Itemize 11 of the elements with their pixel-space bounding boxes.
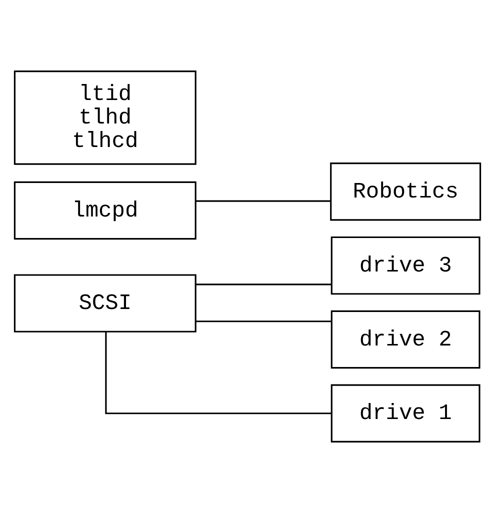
- connector: [196, 200, 330, 202]
- node-box: Robotics: [330, 162, 482, 221]
- node-box: ltid tlhd tlhcd: [14, 70, 196, 165]
- node-box: drive 2: [330, 310, 480, 369]
- connector: [105, 332, 332, 414]
- connector: [196, 284, 332, 286]
- node-box: drive 3: [330, 236, 480, 295]
- connector: [196, 320, 332, 322]
- node-box: drive 1: [330, 384, 480, 442]
- node-box: SCSI: [14, 274, 196, 332]
- node-box: lmcpd: [14, 181, 196, 240]
